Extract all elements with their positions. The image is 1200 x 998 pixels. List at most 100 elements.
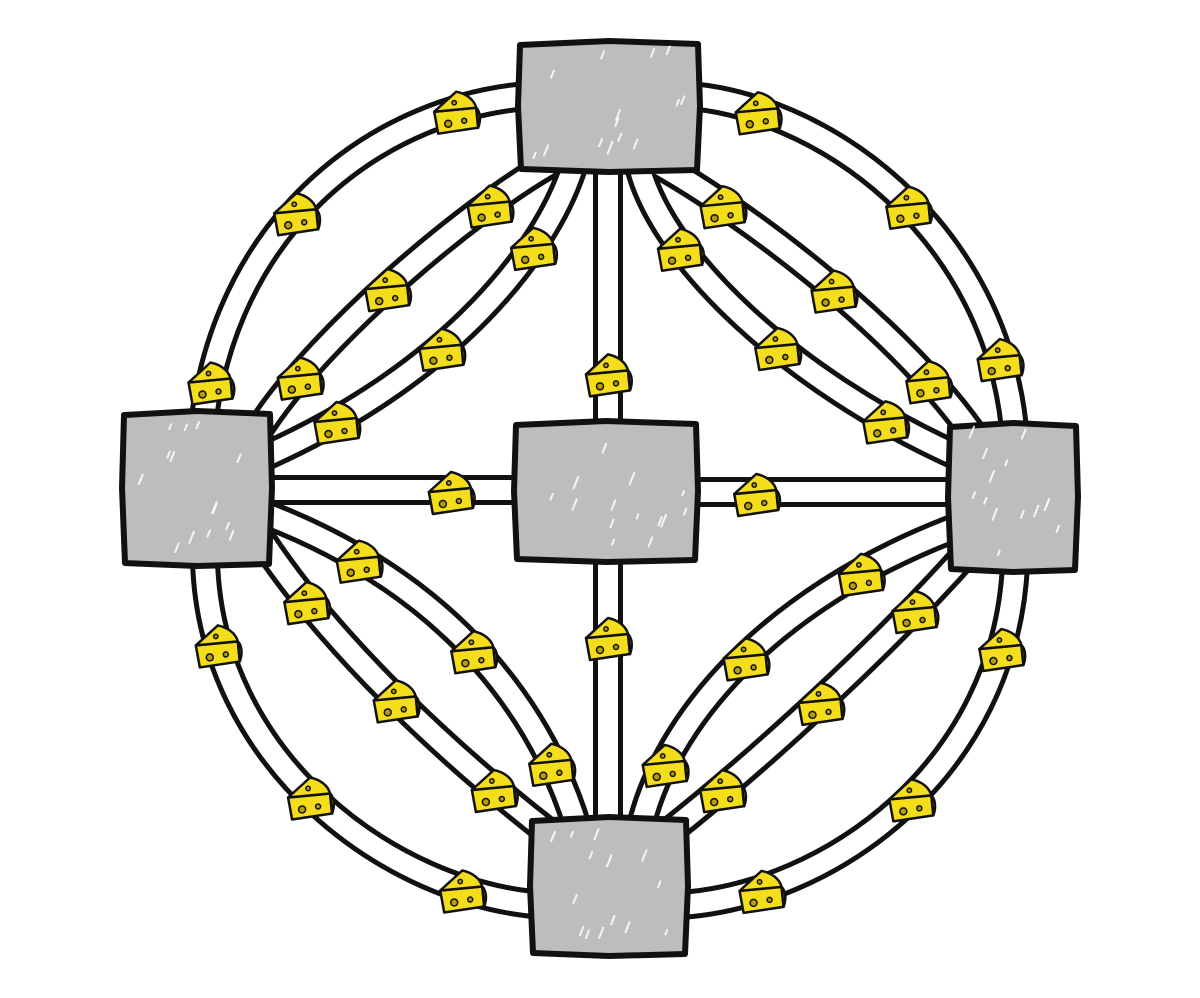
room-texture-stroke [550, 69, 555, 79]
room-texture-stroke [166, 450, 171, 459]
cheese-hole [457, 878, 464, 885]
cheese-end [852, 285, 859, 308]
room-texture-stroke [996, 549, 1001, 556]
cheese-end [776, 107, 783, 130]
room-top-texture [532, 45, 686, 159]
cheese-hole [772, 336, 779, 342]
room-texture-stroke [600, 50, 606, 60]
cheese-hole [996, 637, 1003, 643]
room-texture-stroke [569, 830, 575, 838]
room-texture-stroke [615, 108, 622, 121]
cheese-hole [726, 795, 734, 803]
room-texture-stroke [606, 140, 614, 155]
room-texture-stroke [593, 828, 600, 841]
room-texture-stroke [665, 45, 671, 56]
room-texture-stroke [588, 851, 594, 860]
cheese-hole [546, 751, 553, 758]
room-texture-stroke [675, 98, 680, 107]
room-texture-stroke [206, 529, 211, 538]
cheese-hole [808, 710, 817, 720]
cheese-hole [382, 277, 389, 284]
cheese-hole [909, 599, 916, 605]
cheese-wedge-icon [976, 337, 1025, 383]
cheese-hole [451, 99, 458, 106]
room-texture-stroke [168, 423, 173, 431]
cheese-hole [438, 499, 448, 509]
cheese-hole [919, 616, 926, 624]
room-texture-stroke [225, 521, 230, 531]
cheese-wedge-icon [722, 637, 771, 682]
cheese-layer [187, 90, 1027, 915]
cheese-end [325, 596, 332, 620]
cheese-hole [987, 366, 996, 376]
cheese-hole [477, 213, 486, 222]
cheese-hole [478, 657, 485, 664]
room-texture-stroke [624, 921, 631, 934]
cheese-hole [684, 254, 692, 262]
cheese-end [460, 343, 467, 366]
room-texture-stroke [598, 926, 605, 939]
room-right-box [945, 420, 1081, 575]
cheese-hole [709, 797, 719, 807]
room-texture-stroke [169, 451, 176, 462]
cheese-hole [865, 579, 873, 587]
cheese-hole [539, 771, 548, 781]
cheese-hole [612, 643, 620, 651]
cheese-wedge-icon [733, 472, 782, 518]
cheese-end [469, 486, 476, 510]
cheese-wedge-icon [272, 192, 322, 237]
room-left [119, 408, 275, 569]
tube-bottom-left-outer-arc [195, 550, 555, 915]
cheese-hole [215, 388, 222, 395]
room-center-texture [549, 442, 688, 548]
cheese-wedge-icon [734, 91, 783, 136]
room-texture-stroke [543, 144, 550, 157]
cheese-wedge-icon [888, 778, 937, 823]
cheese-hole [765, 355, 774, 365]
cheese-hole [331, 410, 338, 416]
cheese-hole [989, 656, 998, 666]
room-texture-stroke [635, 513, 640, 520]
cheese-wedge-icon [837, 552, 886, 598]
cheese-wedge-icon [363, 267, 413, 313]
cheese-hole [994, 347, 1001, 354]
room-texture-stroke [657, 880, 662, 889]
room-texture-stroke [664, 928, 669, 936]
cheese-hole [212, 633, 219, 640]
cheese-end [508, 200, 515, 223]
cheese-hole [603, 362, 609, 369]
cheese-hole [556, 769, 563, 777]
cheese-hole [933, 386, 940, 394]
room-texture-stroke [628, 472, 636, 486]
room-texture-stroke [228, 529, 235, 541]
cheese-hole [301, 590, 308, 597]
cheese-end [314, 208, 322, 231]
cheese-hole [537, 253, 545, 261]
room-texture-stroke [195, 421, 200, 430]
cheese-wedge-icon [432, 90, 482, 135]
cheese-hole [488, 778, 495, 784]
cheese-end [570, 758, 577, 782]
cheese-end [1018, 353, 1025, 377]
cheese-hole [595, 645, 605, 655]
cheese-wedge-icon [584, 353, 633, 398]
room-top-box [515, 38, 703, 175]
cheese-end [947, 375, 954, 399]
room-bottom-box [527, 814, 691, 959]
room-top [515, 38, 703, 175]
cheese-end [764, 653, 771, 676]
cheese-hole [484, 193, 491, 200]
cheese-hole [205, 653, 215, 662]
cheese-hole [762, 118, 770, 125]
cheese-hole [445, 480, 452, 486]
cheese-hole [222, 651, 230, 658]
cheese-end [377, 555, 384, 578]
cheese-end [927, 201, 934, 224]
cheese-wedge-icon [978, 627, 1027, 673]
cheese-wedge-icon [905, 359, 954, 405]
room-texture-stroke [549, 492, 554, 501]
cheese-hole [749, 898, 758, 908]
room-texture-stroke [610, 499, 617, 511]
cheese-end [512, 784, 519, 808]
cheese-hole [923, 369, 930, 376]
